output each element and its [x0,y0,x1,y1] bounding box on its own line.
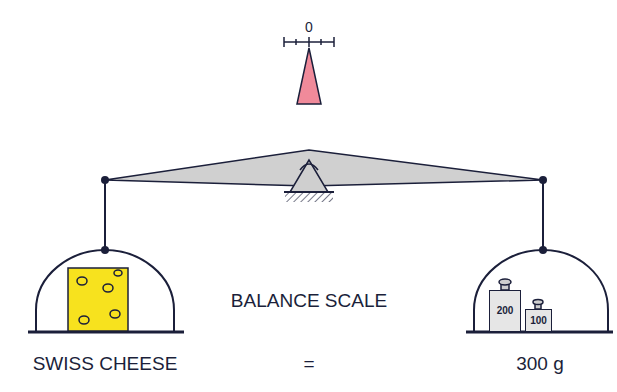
object-name: SWISS CHEESE [33,354,178,373]
weight-total: 300 g [516,354,564,373]
equals-sign: = [303,354,314,373]
pointer [297,48,321,104]
swiss-cheese [68,268,128,331]
weight-block: 200 [489,290,521,332]
indicator-scale [284,37,334,47]
scale-zero: 0 [305,20,313,34]
weight-value: 100 [530,316,547,326]
scale-name: BALANCE SCALE [231,291,387,310]
weight-value: 200 [497,306,514,316]
right-pan [466,180,613,332]
beam [105,150,543,186]
left-pan [28,180,184,332]
ground-hatch [285,193,333,202]
weight-block: 100 [525,309,552,332]
support [290,160,328,192]
